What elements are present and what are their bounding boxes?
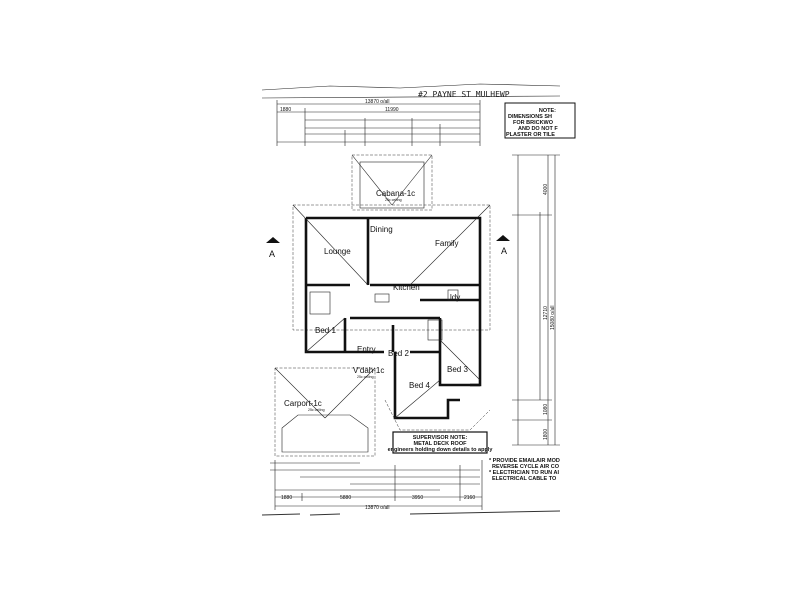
room-label-bed3: Bed 3 (447, 365, 468, 374)
section-marker-left: A (266, 237, 280, 259)
svg-text:A: A (501, 246, 507, 256)
room-label-kitchen: Kitchen (393, 283, 420, 292)
svg-text:PLASTER OR TILE: PLASTER OR TILE (506, 132, 555, 138)
svg-text:DIMENSIONS SH: DIMENSIONS SH (508, 114, 552, 120)
svg-text:NOTE:: NOTE: (539, 108, 556, 114)
right-dim-12710: 12710 (543, 306, 549, 320)
room-label-laundry: ldy (450, 293, 460, 302)
section-marker-right: A (496, 235, 510, 256)
bottom-notes: * PROVIDE EMAILAIR MOD REVERSE CYCLE AIR… (489, 458, 560, 482)
top-overall-dimension: 13870 o/all (365, 99, 389, 105)
svg-text:* ELECTRICIAN TO RUN AI: * ELECTRICIAN TO RUN AI (489, 470, 559, 476)
room-label-bed4: Bed 4 (409, 381, 430, 390)
top-main-dimension: 11990 (385, 107, 399, 113)
cabana-ceiling-note: 25c ceiling (385, 198, 402, 202)
note-box: NOTE: DIMENSIONS SH FOR BRICKWO AND DO N… (504, 102, 576, 139)
header-scribble (261, 83, 561, 99)
top-dimension-lines (276, 100, 481, 146)
supervisor-note-box: SUPERVISOR NOTE: METAL DECK ROOF enginee… (388, 431, 494, 454)
handwritten-address: #2 PAYNE ST MULHEWP (418, 90, 510, 99)
right-dim-1080: 1080 (543, 404, 549, 415)
room-label-carport: Carport-1c (284, 399, 322, 408)
svg-text:METAL DECK ROOF: METAL DECK ROOF (414, 441, 468, 447)
right-dim-4000: 4000 (543, 184, 549, 195)
bottom-dimension-lines (261, 460, 561, 516)
room-label-dining: Dining (370, 225, 393, 234)
svg-text:ELECTRICAL CABLE TO: ELECTRICAL CABLE TO (492, 476, 557, 482)
bottom-dim-3950: 3950 (412, 495, 423, 501)
bottom-dim-5880: 5880 (340, 495, 351, 501)
svg-text:A: A (269, 249, 275, 259)
svg-text:* PROVIDE EMAILAIR MOD: * PROVIDE EMAILAIR MOD (489, 458, 560, 464)
room-label-lounge: Lounge (324, 247, 351, 256)
bottom-dim-2160: 2160 (464, 495, 475, 501)
svg-text:AND DO NOT F: AND DO NOT F (518, 126, 558, 132)
room-label-bed2: Bed 2 (388, 349, 409, 358)
room-label-bed1: Bed 1 (315, 326, 336, 335)
room-label-cabana: Cabana-1c (376, 189, 415, 198)
right-dim-1800: 1800 (543, 429, 549, 440)
svg-text:FOR BRICKWO: FOR BRICKWO (513, 120, 554, 126)
room-label-entry: Entry (357, 345, 376, 354)
bottom-dim-1880: 1880 (281, 495, 292, 501)
bottom-overall-dimension: 13870 o/all (365, 505, 389, 511)
room-label-verandah: V'dah-1c (353, 366, 384, 375)
verandah-ceiling-note: 25c ceiling (357, 375, 374, 379)
top-left-dimension: 1880 (280, 107, 291, 113)
carport-outline (274, 367, 376, 457)
svg-text:SUPERVISOR NOTE:: SUPERVISOR NOTE: (413, 435, 468, 441)
svg-text:engineers holding down details: engineers holding down details to apply (388, 447, 494, 453)
right-dim-overall: 15080 o/all (550, 306, 556, 330)
right-dimension-lines (512, 154, 560, 446)
svg-text:REVERSE CYCLE AIR CO: REVERSE CYCLE AIR CO (492, 464, 560, 470)
room-label-family: Family (435, 239, 459, 248)
carport-ceiling-note: 25c ceiling (308, 408, 325, 412)
cabana-outline (351, 154, 433, 211)
house-walls (292, 204, 491, 431)
